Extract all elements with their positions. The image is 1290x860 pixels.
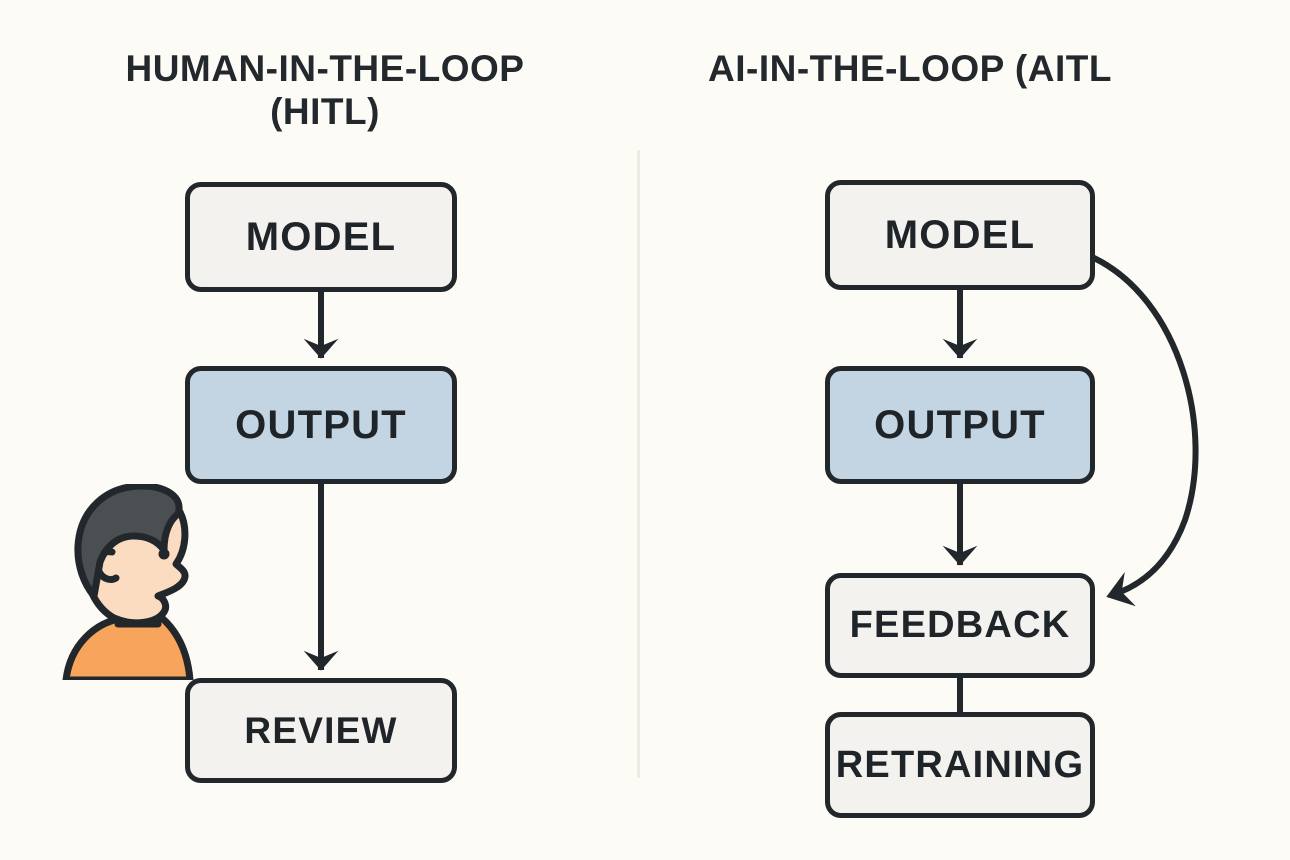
panel-title-hitl-line1: HUMAN-IN-THE-LOOP: [125, 48, 525, 89]
node-aitl-retraining[interactable]: RETRAINING: [825, 712, 1095, 818]
node-hitl-review[interactable]: REVIEW: [185, 678, 457, 783]
node-hitl-model[interactable]: MODEL: [185, 182, 457, 292]
panel-title-hitl: HUMAN-IN-THE-LOOP (HITL): [30, 48, 620, 133]
node-hitl-output[interactable]: OUTPUT: [185, 366, 457, 484]
node-aitl-model[interactable]: MODEL: [825, 180, 1095, 290]
panel-title-hitl-line2: (HITL): [270, 90, 380, 132]
node-aitl-output[interactable]: OUTPUT: [825, 366, 1095, 484]
panel-title-aitl-line1: AI-IN-THE-LOOP (AITL: [708, 48, 1112, 89]
person-profile-icon: [62, 484, 194, 680]
panel-title-aitl: AI-IN-THE-LOOP (AITL: [660, 48, 1280, 91]
connector-right-model-to-feedback-curve: [1091, 255, 1199, 607]
panel-divider: [637, 150, 640, 778]
node-aitl-feedback[interactable]: FEEDBACK: [825, 573, 1095, 678]
